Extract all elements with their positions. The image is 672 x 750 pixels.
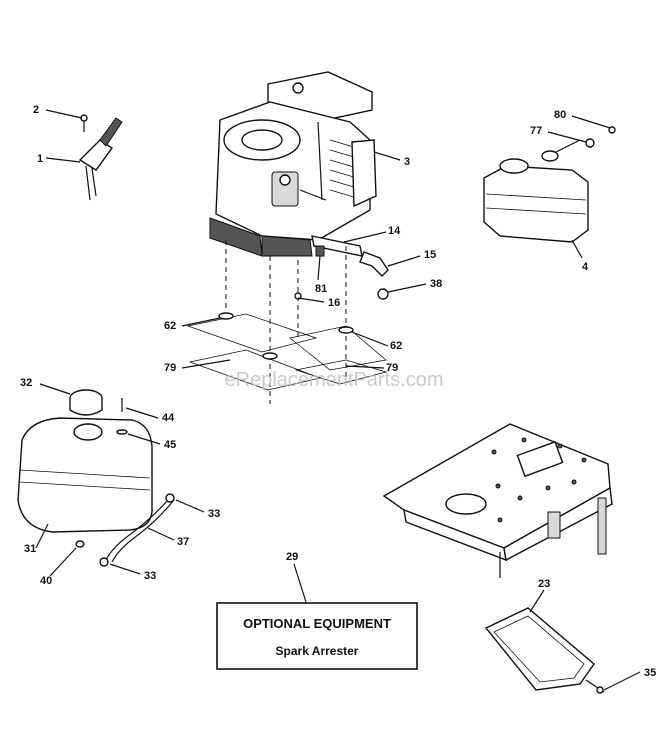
callout-80: 80 (554, 109, 566, 121)
exhaust-pipe-part (311, 235, 389, 300)
callout-4: 4 (582, 261, 589, 273)
throttle-control-part (78, 114, 123, 201)
optional-equipment-subtitle: Spark Arrester (276, 644, 359, 658)
callout-23: 23 (538, 578, 550, 590)
callout-79-left: 79 (164, 362, 176, 374)
callout-40: 40 (40, 575, 52, 587)
callout-16: 16 (328, 297, 340, 309)
heat-shield-part (484, 607, 605, 694)
watermark-text: eReplacementParts.com (225, 369, 444, 391)
callout-14: 14 (388, 225, 401, 237)
optional-equipment-box: OPTIONAL EQUIPMENT Spark Arrester (216, 602, 418, 670)
callout-44: 44 (162, 412, 175, 424)
callout-45: 45 (164, 439, 176, 451)
callout-35: 35 (644, 667, 656, 679)
callout-38: 38 (430, 278, 442, 290)
callout-labels: 2 1 3 80 77 4 14 15 81 38 16 62 62 79 79… (20, 104, 656, 679)
callout-62-right: 62 (390, 340, 402, 352)
callout-79-right: 79 (386, 362, 398, 374)
frame-plate-part (382, 423, 613, 578)
callout-15: 15 (424, 249, 436, 261)
callout-31: 31 (24, 543, 36, 555)
callout-3: 3 (404, 156, 410, 168)
callout-32: 32 (20, 377, 32, 389)
callout-62-left: 62 (164, 320, 176, 332)
gasket-plate-part (186, 292, 388, 391)
callout-37: 37 (177, 536, 189, 548)
callout-33-lower: 33 (144, 570, 156, 582)
muffler-part (483, 126, 616, 243)
leader-lines (35, 109, 641, 691)
engine-part (209, 71, 377, 257)
callout-33-upper: 33 (208, 508, 220, 520)
callout-77: 77 (530, 125, 542, 137)
fuel-tank-part (17, 389, 175, 567)
callout-29: 29 (286, 551, 298, 563)
callout-2: 2 (33, 104, 39, 116)
optional-equipment-title: OPTIONAL EQUIPMENT (243, 616, 391, 631)
callout-81: 81 (315, 283, 327, 295)
callout-1: 1 (37, 153, 43, 165)
